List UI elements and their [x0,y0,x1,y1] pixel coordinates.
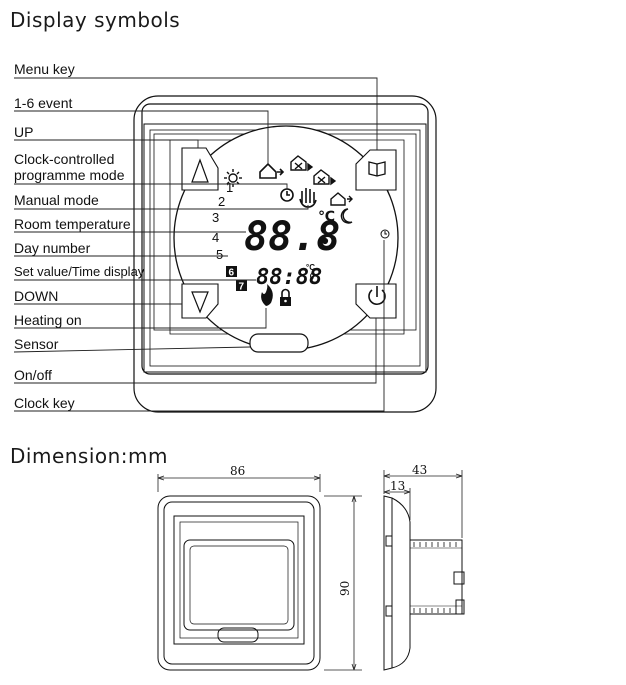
label-event: 1-6 event [14,95,73,111]
moon-icon [340,208,353,224]
flame-icon [261,284,273,306]
label-set-value: Set value/Time display [14,264,145,279]
label-menu-key: Menu key [14,61,75,77]
height-dimension-label: 90 [338,581,352,596]
menu-button[interactable] [355,149,397,191]
thermometer-icon [321,229,329,245]
front-view-height-dimension [324,495,362,671]
label-on-off: On/off [14,367,52,383]
label-programme-mode: programme mode [14,167,125,183]
svg-text:℃: ℃ [318,209,335,225]
down-triangle-icon [191,291,209,314]
label-sensor: Sensor [14,336,59,352]
event-number-5: 5 [216,247,223,262]
dimension-title: Dimension:mm [10,444,169,468]
house-x-icon [290,155,314,172]
sun-icon [224,169,242,187]
room-temperature-digits: 88.8 [244,214,340,260]
book-icon [368,161,386,177]
label-heating-on: Heating on [14,312,82,328]
event-number-1: 1 [226,180,233,195]
day-number-7: 7 [239,282,245,293]
side-view-protrusion-dimension [383,488,411,520]
label-down: DOWN [14,288,59,304]
small-flame-icon [310,272,314,281]
front-view-width-dimension [157,474,321,492]
house-arrow-icon [259,162,285,179]
label-day-number: Day number [14,240,91,256]
day-number-6: 6 [229,268,235,279]
label-up: UP [14,124,34,140]
side-view-ticks [413,542,457,613]
event-number-4: 4 [212,230,219,245]
label-clock-controlled: Clock-controlled [14,151,115,167]
side-view-dimension-drawing [383,495,465,671]
day-box-7 [236,280,247,291]
up-button[interactable] [181,147,219,191]
front-view-dimension-drawing [157,495,321,671]
power-icon [368,286,386,305]
side-view-depth-dimension [383,470,463,538]
clock-key-icon [380,229,390,239]
event-number-2: 2 [218,194,225,209]
depth-dimension-label: 43 [412,463,427,477]
lock-icon [280,288,291,306]
time-unit: °C [306,263,315,272]
leader-lines [13,77,385,412]
label-clock-key: Clock key [14,395,75,411]
label-room-temperature: Room temperature [14,216,131,232]
up-triangle-icon [191,158,209,183]
power-button[interactable] [355,283,397,319]
width-dimension-label: 86 [230,464,245,478]
display-symbols-title: Display symbols [10,8,181,32]
celsius-icon: ℃ [318,209,335,225]
down-button[interactable] [181,283,219,319]
house-arrow-icon-2 [330,192,353,206]
day-box-6 [226,266,237,277]
sensor-slot [249,333,309,353]
event-number-3: 3 [212,210,219,225]
house-x-icon-2 [313,169,337,186]
protrusion-dimension-label: 13 [390,479,405,493]
label-manual-mode: Manual mode [14,192,99,208]
